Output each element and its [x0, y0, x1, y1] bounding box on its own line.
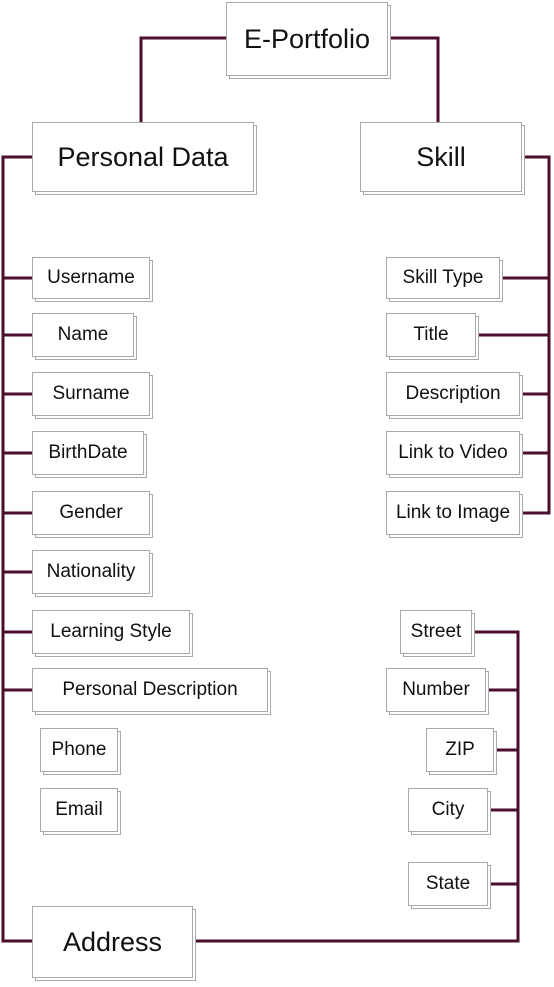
field-link-to-video: Link to Video [386, 431, 520, 475]
field-username: Username [32, 257, 150, 299]
field-email: Email [40, 788, 118, 832]
field-description: Description [386, 372, 520, 416]
field-title: Title [386, 313, 476, 357]
connector-address-spine [193, 630, 520, 943]
node-personal-data: Personal Data [32, 122, 254, 192]
connector-root-personal-data [139, 36, 226, 122]
field-personal-description: Personal Description [32, 668, 268, 712]
connector-root-skill [388, 36, 440, 122]
field-phone: Phone [40, 728, 118, 772]
field-zip: ZIP [426, 728, 494, 772]
field-skill-type: Skill Type [386, 257, 500, 299]
field-link-to-image: Link to Image [386, 491, 520, 535]
field-number: Number [386, 668, 486, 712]
root-node-e-portfolio: E-Portfolio [226, 2, 388, 76]
node-skill: Skill [360, 122, 522, 192]
field-birthdate: BirthDate [32, 431, 144, 475]
field-gender: Gender [32, 491, 150, 535]
field-street: Street [400, 610, 472, 654]
node-address: Address [32, 906, 193, 978]
field-state: State [408, 862, 488, 906]
field-name: Name [32, 313, 134, 357]
field-city: City [408, 788, 488, 832]
field-learning-style: Learning Style [32, 610, 190, 654]
connector-personal-data-spine [1, 155, 32, 943]
field-nationality: Nationality [32, 550, 150, 594]
field-surname: Surname [32, 372, 150, 416]
